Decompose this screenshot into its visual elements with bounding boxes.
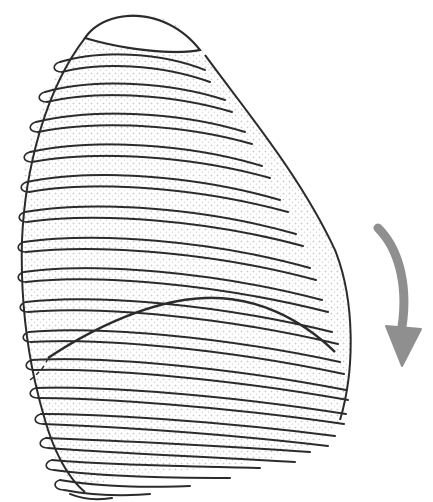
- arrow-shaft: [378, 228, 404, 338]
- rotation-arrow: [378, 228, 421, 366]
- rib-16-inner: [64, 490, 150, 495]
- arrow-head: [386, 326, 421, 366]
- rib-cage-silhouette: [20, 14, 351, 488]
